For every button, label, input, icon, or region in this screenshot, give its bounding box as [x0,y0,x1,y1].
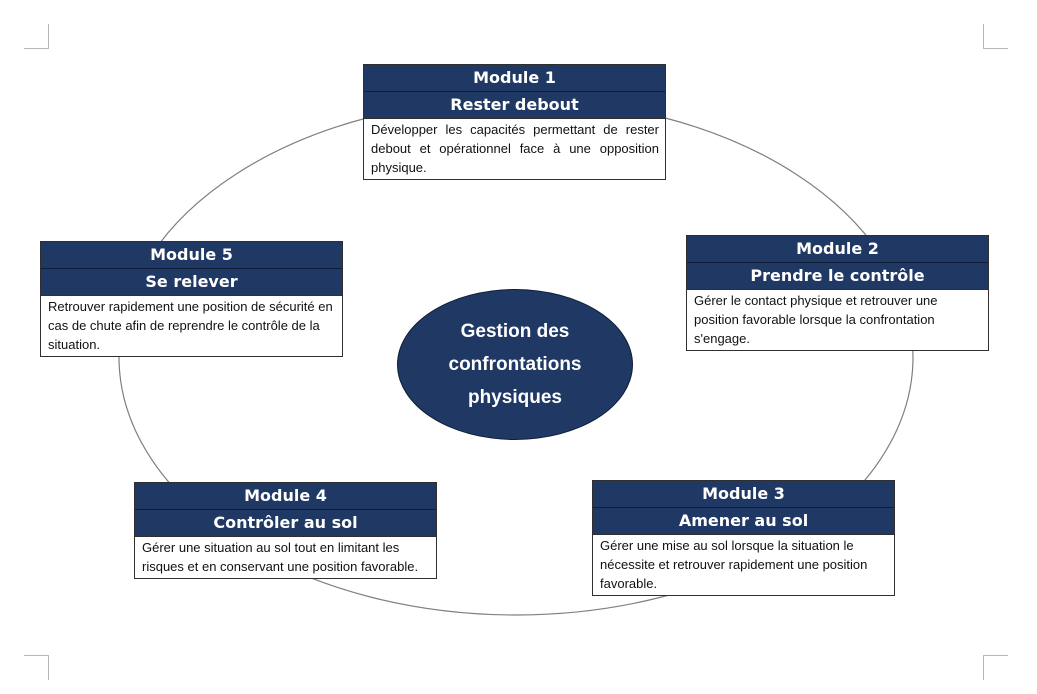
module-description: Gérer une mise au sol lorsque la situati… [600,538,868,591]
module-title: Module 5 [41,242,342,269]
module-title: Module 3 [593,481,894,508]
module-1-box: Module 1 Rester debout Développer les ca… [363,64,666,180]
page-corner-mark-top-right [983,24,1008,49]
module-subtitle: Contrôler au sol [135,510,436,537]
module-title: Module 4 [135,483,436,510]
module-title: Module 2 [687,236,988,263]
module-3-box: Module 3 Amener au sol Gérer une mise au… [592,480,895,596]
module-2-box: Module 2 Prendre le contrôle Gérer le co… [686,235,989,351]
module-subtitle: Prendre le contrôle [687,263,988,290]
page-corner-mark-bottom-left [24,655,49,680]
center-topic-ellipse: Gestion des confrontations physiques [397,289,633,440]
module-description: Gérer une situation au sol tout en limit… [142,540,419,574]
module-4-box: Module 4 Contrôler au sol Gérer une situ… [134,482,437,579]
module-subtitle: Se relever [41,269,342,296]
page-corner-mark-top-left [24,24,49,49]
module-description: Développer les capacités permettant de r… [371,122,659,175]
module-subtitle: Amener au sol [593,508,894,535]
module-description: Gérer le contact physique et retrouver u… [694,293,938,346]
module-title: Module 1 [364,65,665,92]
module-description: Retrouver rapidement une position de séc… [48,299,333,352]
module-5-box: Module 5 Se relever Retrouver rapidement… [40,241,343,357]
module-subtitle: Rester debout [364,92,665,119]
center-topic-label: Gestion des confrontations physiques [448,321,582,408]
page-corner-mark-bottom-right [983,655,1008,680]
